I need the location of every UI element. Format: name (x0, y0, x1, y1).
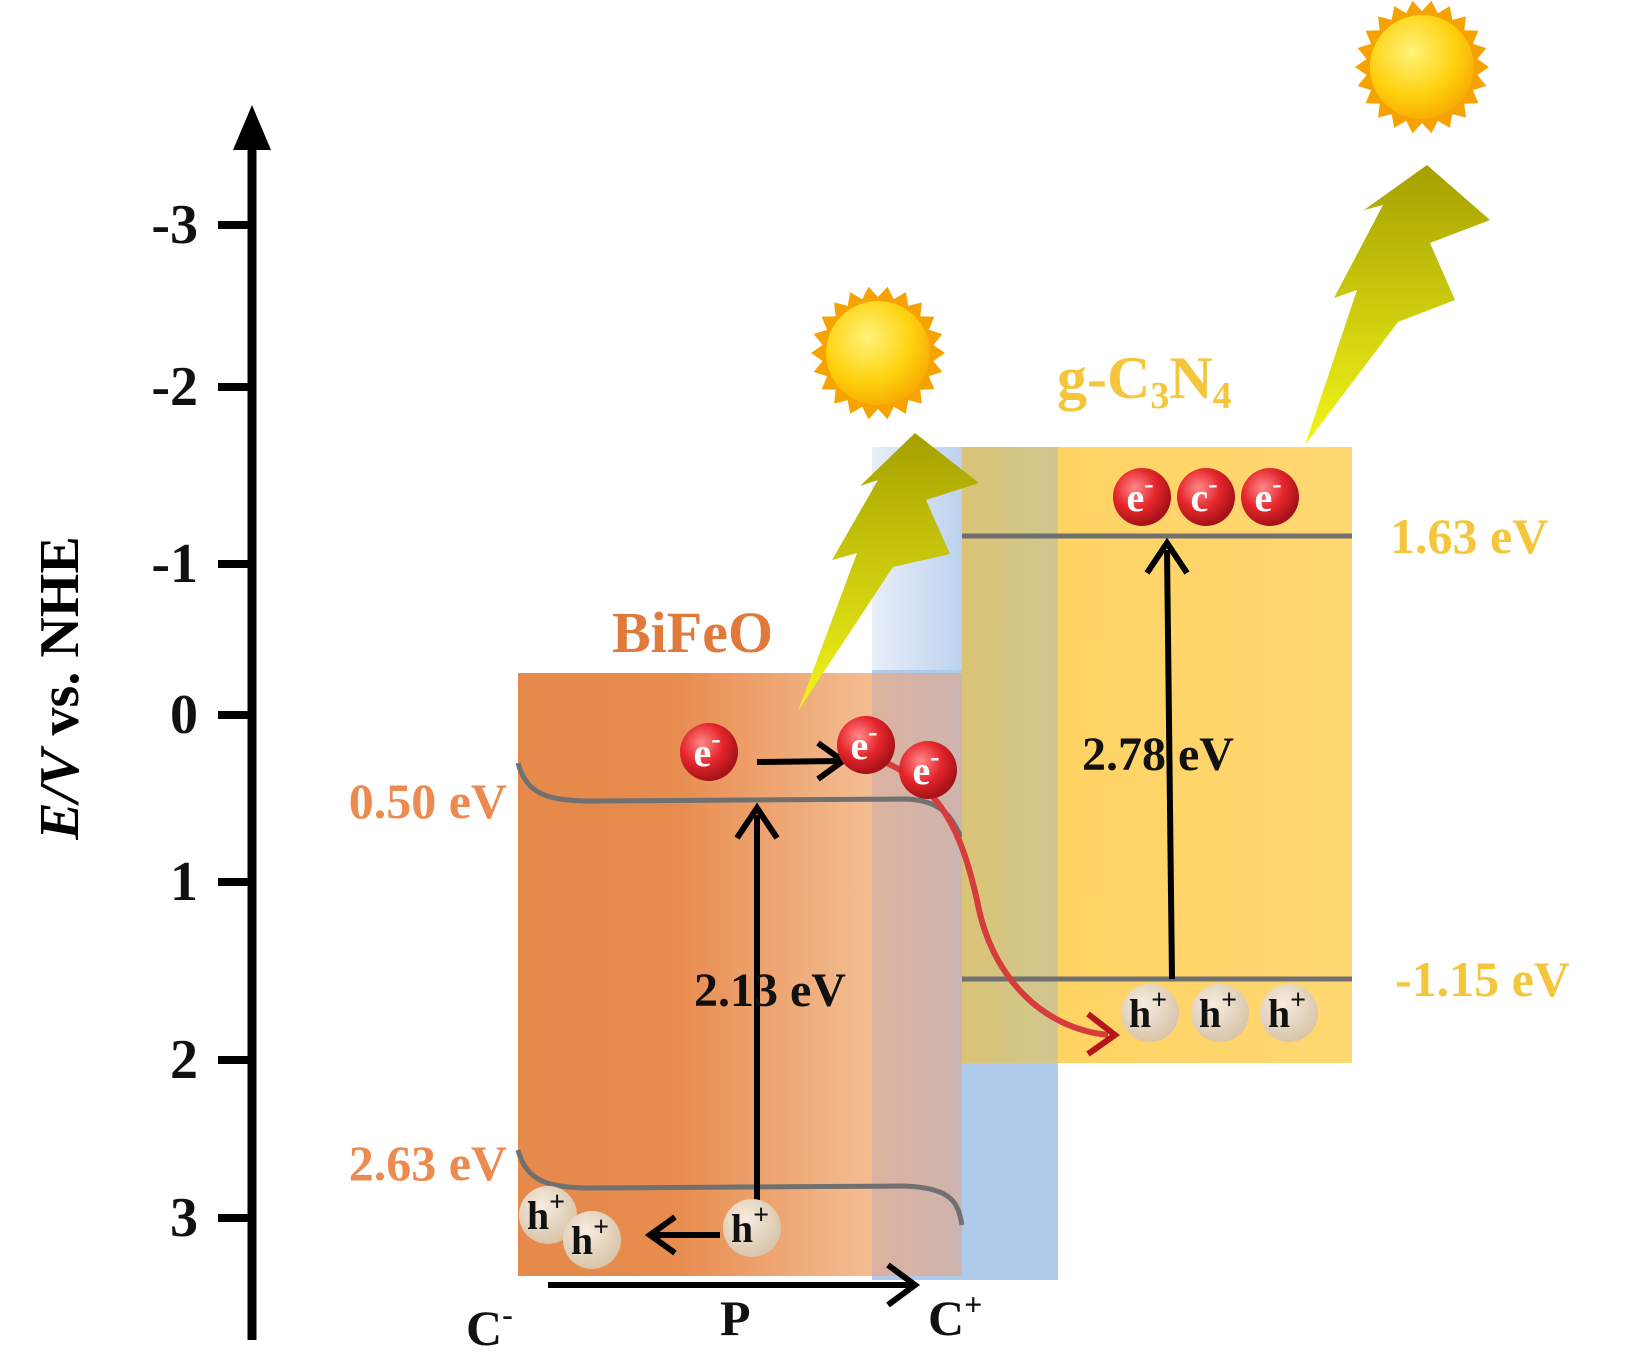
svg-text:h+: h+ (1199, 985, 1237, 1036)
axis-tick-label: 1 (170, 851, 198, 913)
svg-text:h+: h+ (571, 1212, 609, 1263)
axis-title: E/V vs. NHE (29, 536, 91, 840)
bifeo-vb-level: 2.63 eV (349, 1135, 507, 1191)
svg-text:e-: e- (1126, 469, 1153, 520)
charge-carriers: e-e-e-e-c-e-h+h+h+h+h+h+ (519, 468, 1318, 1269)
lightning-bolt-icon (1305, 165, 1490, 445)
bifeo-band-gap: 2.13 eV (694, 964, 846, 1017)
sun-icon (1355, 0, 1489, 134)
lightning-bolt-icon (798, 433, 979, 711)
sun-icon (811, 286, 945, 420)
axis-arrowhead (233, 105, 271, 150)
svg-text:h+: h+ (731, 1200, 769, 1251)
labels: BiFeO g-C3N4 0.50 eV 2.63 eV 1.63 eV -1.… (349, 345, 1570, 1356)
svg-text:e-: e- (693, 724, 720, 775)
gcn-excitation-arrow (1164, 549, 1175, 980)
svg-text:c-: c- (1190, 469, 1217, 520)
hole: h+ (1121, 984, 1179, 1042)
polarization-right-label: C+ (928, 1286, 982, 1346)
bifeo-vb-line (515, 1149, 965, 1226)
band-blocks (518, 447, 1352, 1280)
hole: h+ (1191, 984, 1249, 1042)
gcn-vb-level: -1.15 eV (1395, 951, 1570, 1007)
svg-text:h+: h+ (1129, 985, 1167, 1036)
polarization-label: P (720, 1290, 751, 1346)
bifeo-cb-level: 0.50 eV (349, 773, 507, 829)
svg-text:h+: h+ (527, 1187, 565, 1238)
gcn-band-gap: 2.78 eV (1082, 728, 1234, 781)
electron: e- (899, 741, 957, 799)
axis-tick-label: -3 (151, 194, 198, 256)
axis-ticks: -3 -2 -1 0 1 2 3 (151, 194, 252, 1249)
electron: e- (680, 723, 738, 781)
axis-tick-label: 3 (170, 1187, 198, 1249)
electron: e- (1241, 468, 1299, 526)
electron: e- (837, 716, 895, 774)
svg-text:e-: e- (1254, 469, 1281, 520)
hole: h+ (723, 1199, 781, 1257)
hole: h+ (1260, 984, 1318, 1042)
electron: e- (1113, 468, 1171, 526)
axis-tick-label: 0 (170, 684, 198, 746)
svg-text:e-: e- (850, 717, 877, 768)
bifeo-name: BiFeO (612, 600, 773, 665)
light-sources (798, 0, 1490, 711)
gcn-cb-level: 1.63 eV (1390, 508, 1548, 564)
excitation-arrows (548, 537, 1190, 1308)
energy-axis: -3 -2 -1 0 1 2 3 E/V vs. NHE (29, 105, 271, 1340)
gcn-excitation-arrowhead (1144, 537, 1190, 575)
electron: c- (1177, 468, 1235, 526)
svg-text:h+: h+ (1268, 985, 1306, 1036)
svg-text:e-: e- (912, 742, 939, 793)
bifeo-excitation-arrowhead (734, 802, 780, 840)
axis-tick-label: -1 (151, 533, 198, 595)
polarization-left-label: C- (466, 1296, 513, 1356)
axis-tick-label: -2 (151, 356, 198, 418)
gcn-name: g-C3N4 (1057, 345, 1232, 417)
hole: h+ (563, 1211, 621, 1269)
hole: h+ (519, 1186, 577, 1244)
axis-tick-label: 2 (170, 1029, 198, 1091)
